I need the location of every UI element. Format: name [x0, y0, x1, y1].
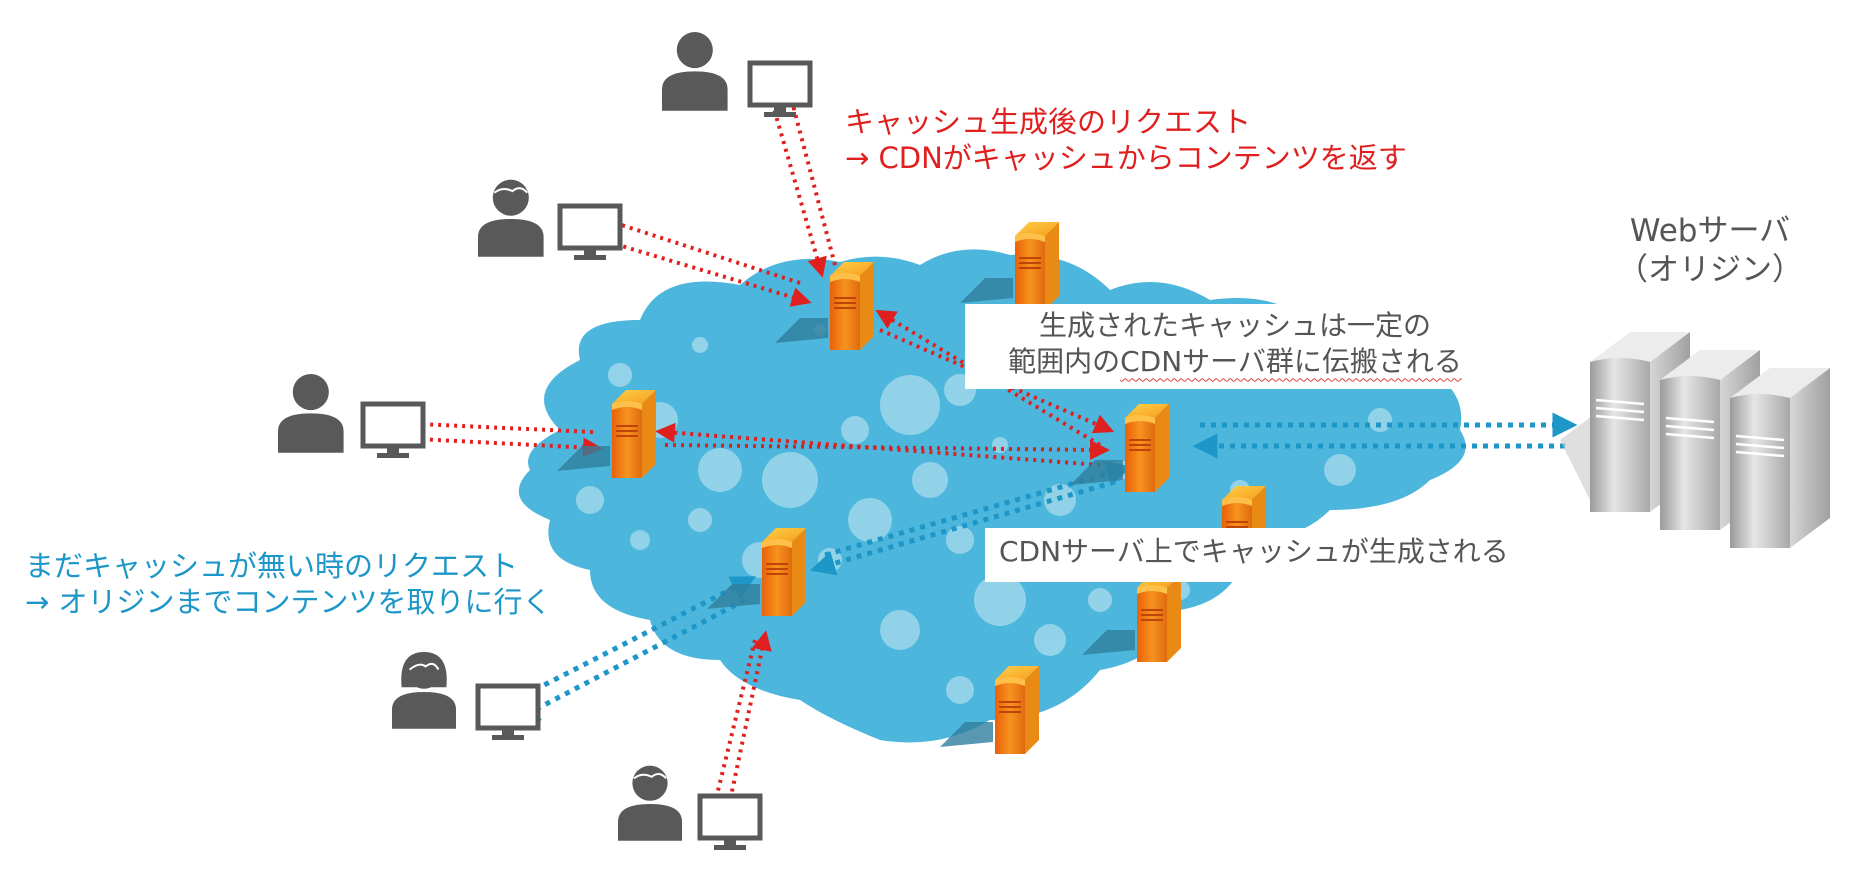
user-top [662, 32, 810, 117]
cached-request-lines [387, 65, 1115, 825]
person-female-icon [390, 650, 458, 730]
line-propagation-2 [875, 309, 1102, 447]
line-left-user-to-cdn [397, 436, 603, 458]
line-bottom-cdn-to-user [704, 639, 757, 825]
line-bottom-user-to-cdn [725, 630, 772, 816]
monitor-icon [750, 63, 810, 117]
uncached-request-line1: まだキャッシュが無い時のリクエスト [25, 549, 519, 583]
cached-request-line2: → CDNがキャッシュからコンテンツを返す [845, 141, 1407, 176]
cached-request-line1: キャッシュ生成後のリクエスト [845, 105, 1252, 139]
line-edge-to-user [513, 597, 747, 721]
origin-server-icon [1728, 366, 1832, 550]
line-propagation-4 [664, 439, 1110, 460]
person-male-icon [616, 764, 684, 842]
propagation-line2-prefix: 範囲内の [1008, 345, 1121, 379]
person-icon [662, 32, 728, 111]
user-lower-left [390, 650, 538, 740]
line-left-cdn-to-user [387, 413, 594, 434]
user-left [278, 374, 423, 458]
user-bottom [616, 764, 760, 850]
cache-generated-callout: CDNサーバ上でキャッシュが生成される [985, 528, 1589, 583]
propagation-line2: 範囲内のCDNサーバ群に伝搬される [965, 344, 1505, 380]
cached-request-annotation: キャッシュ生成後のリクエスト → CDNがキャッシュからコンテンツを返す [845, 104, 1407, 177]
line-top-user-to-cdn [768, 94, 827, 278]
origin-servers [1560, 330, 1832, 550]
line-upper-left-cdn-to-user [590, 211, 801, 285]
person-male-icon [476, 178, 545, 258]
person-icon [278, 374, 344, 453]
line-top-cdn-to-user [777, 65, 837, 266]
cache-generated-text: CDNサーバ上でキャッシュが生成される [999, 535, 1509, 568]
line-cdn-to-edge [809, 479, 1116, 576]
propagation-callout: 生成されたキャッシュは一定の 範囲内のCDNサーバ群に伝搬される [965, 304, 1505, 389]
propagation-line1: 生成されたキャッシュは一定の [1038, 309, 1431, 342]
origin-label-line1: Webサーバ [1629, 213, 1791, 249]
origin-label: Webサーバ （オリジン） [1610, 212, 1810, 290]
origin-label-line2: （オリジン） [1617, 251, 1803, 288]
uncached-request-line2: → オリジンまでコンテンツを取りに行く [25, 585, 552, 620]
monitor-icon [478, 686, 538, 740]
uncached-request-annotation: まだキャッシュが無い時のリクエスト → オリジンまでコンテンツを取りに行く [25, 548, 552, 621]
monitor-icon [560, 206, 620, 260]
user-upper-left [476, 178, 620, 260]
line-upper-left-user-to-cdn [584, 233, 812, 307]
monitor-icon [363, 404, 423, 458]
monitor-icon [700, 796, 760, 850]
propagation-line2-underlined: CDNサーバ群に伝搬される [1120, 345, 1462, 379]
